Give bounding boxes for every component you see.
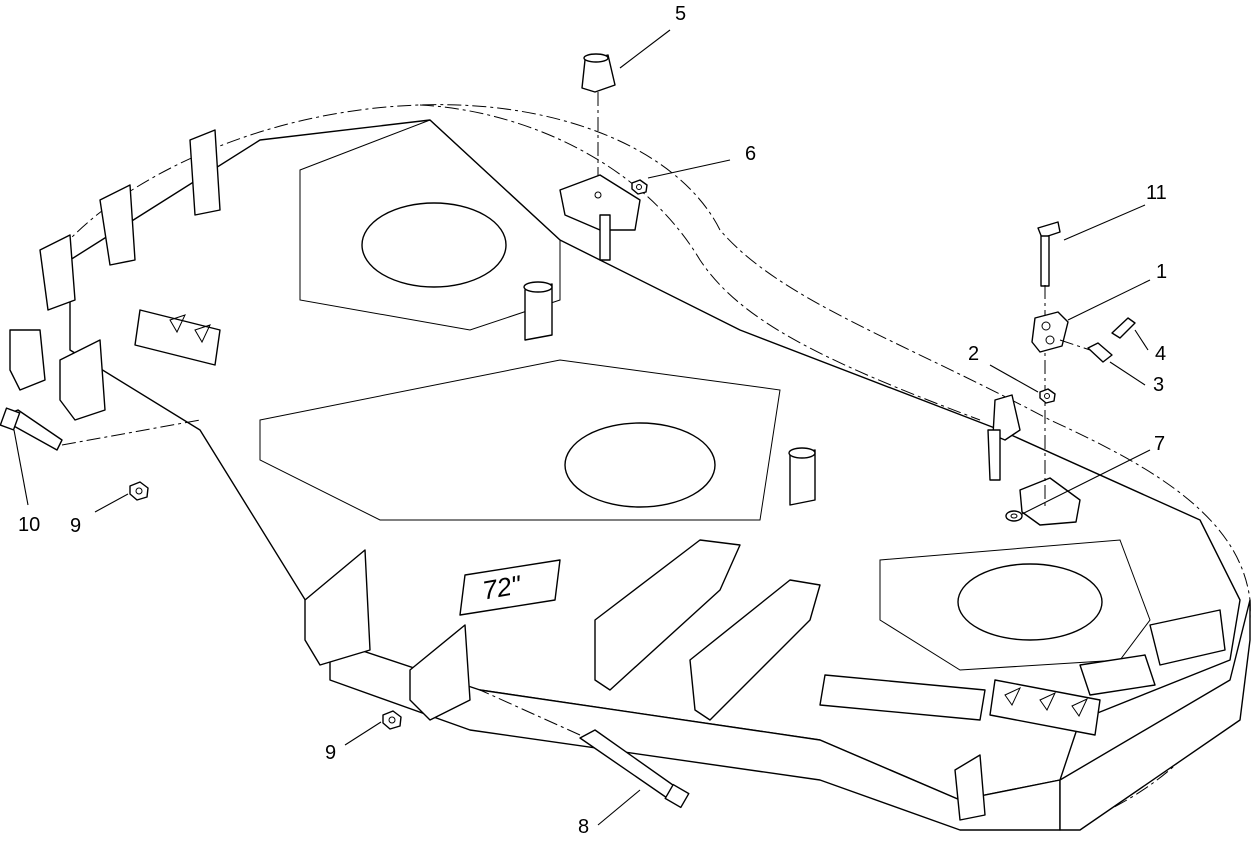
deck-decals: 72" [134, 309, 1226, 736]
rear-hanger-brackets [9, 129, 221, 421]
callout-2: 2 [968, 343, 980, 365]
callout-5: 5 [675, 3, 687, 25]
deck-size-decal: 72" [480, 569, 525, 605]
nut-9-front [382, 710, 402, 730]
callout-9-left: 9 [70, 515, 82, 537]
callout-7: 7 [1154, 433, 1166, 455]
callout-8: 8 [578, 816, 590, 838]
spindle-shafts [523, 281, 816, 506]
callout-3: 3 [1153, 374, 1165, 396]
spindle-opening-right [957, 563, 1103, 641]
callout-4: 4 [1155, 343, 1167, 365]
cotter-pin-4 [1111, 317, 1136, 339]
callout-10: 10 [18, 514, 41, 536]
right-deck-bumper [987, 394, 1021, 481]
spindle-openings [361, 202, 1103, 641]
washer-7 [1005, 510, 1023, 522]
nut-2 [1039, 388, 1056, 404]
spindle-opening-left [361, 202, 507, 288]
callout-9-front: 9 [325, 742, 337, 764]
right-bumper-bracket [1019, 477, 1081, 526]
nut-9-left [129, 481, 149, 501]
callout-1: 1 [1156, 261, 1168, 283]
bolt-8 [579, 729, 690, 809]
bumper-bracket [559, 174, 641, 261]
pin-3 [1087, 342, 1113, 363]
clevis-pin-11 [1037, 221, 1061, 287]
spindle-opening-center [564, 422, 716, 508]
front-hanger-brackets [304, 539, 986, 821]
deck-bumper-5 [581, 53, 616, 93]
callout-11: 11 [1146, 182, 1167, 204]
callout-6: 6 [745, 143, 757, 165]
nut-6 [631, 179, 648, 195]
link-plate-1 [1031, 311, 1069, 353]
bolt-10 [0, 407, 63, 451]
leader-lines [13, 29, 1151, 826]
